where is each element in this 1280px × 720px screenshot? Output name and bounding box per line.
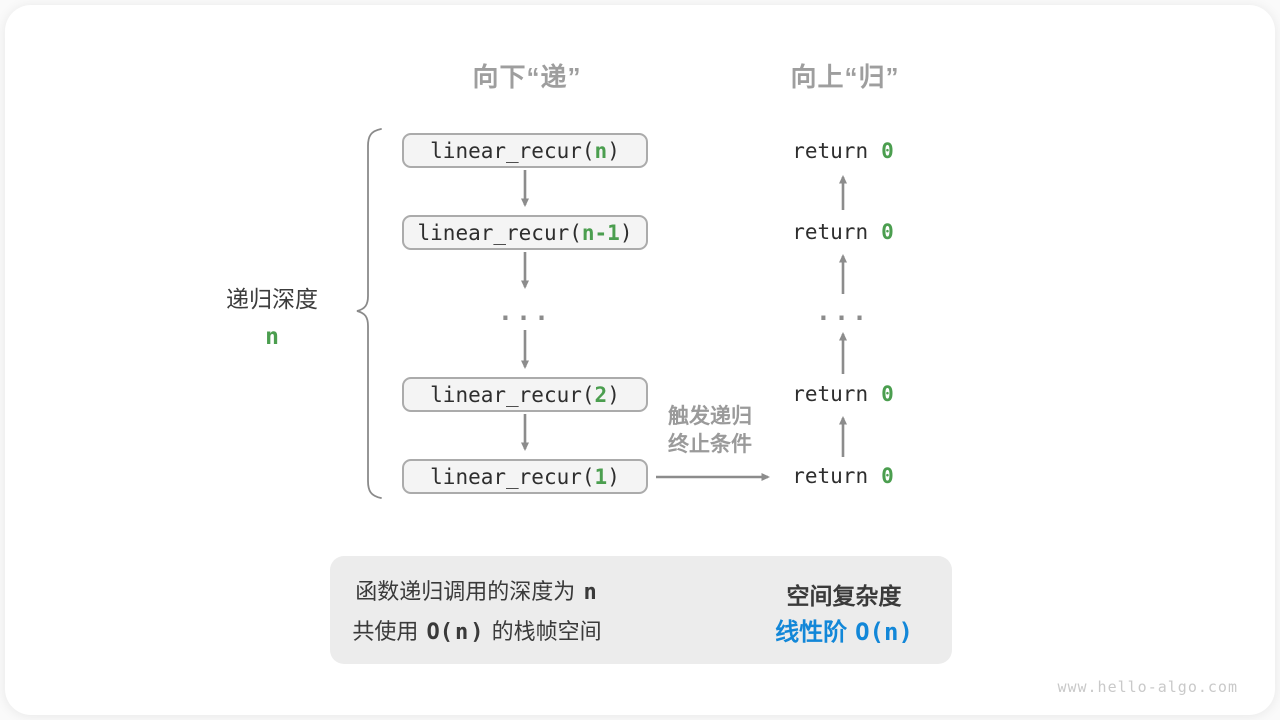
- trigger-line1: 触发递归: [668, 405, 752, 428]
- trigger-note: 触发递归 终止条件: [648, 403, 772, 459]
- call-text: ): [619, 220, 633, 245]
- return-value: 0: [881, 139, 894, 163]
- call-box-1: linear_recur(1): [402, 459, 648, 494]
- return-label-2: return 0: [763, 218, 923, 246]
- call-text: ): [607, 464, 620, 489]
- call-box-n: linear_recur(n): [402, 133, 648, 168]
- summary-result-label: 线性阶: [775, 619, 848, 646]
- summary-line2-arg: n: [455, 620, 469, 645]
- call-text: linear_recur(: [430, 464, 595, 489]
- return-text: return: [792, 464, 869, 488]
- summary-result-code: O(n): [855, 618, 913, 646]
- call-text: ): [607, 138, 620, 163]
- return-value: 0: [881, 464, 894, 488]
- depth-title: 递归深度: [226, 286, 318, 312]
- call-box-n-1: linear_recur(n-1): [402, 215, 648, 250]
- summary-result-value: 线性阶 O(n): [739, 612, 949, 647]
- call-box-2: linear_recur(2): [402, 377, 648, 412]
- summary-line1-arg: n: [583, 580, 597, 605]
- call-text: ): [607, 382, 620, 407]
- summary-line2: 共使用 O(n) 的栈帧空间: [332, 612, 622, 652]
- trigger-line2: 终止条件: [668, 433, 752, 456]
- summary-line1-text: 函数递归调用的深度为: [355, 579, 576, 604]
- return-label-3: return 0: [763, 380, 923, 408]
- summary-result-title: 空间复杂度: [786, 583, 902, 609]
- return-value: 0: [881, 382, 894, 406]
- return-text: return: [792, 382, 869, 406]
- summary-line1: 函数递归调用的深度为 n: [332, 572, 622, 612]
- summary-explanation: 函数递归调用的深度为 n 共使用 O(n) 的栈帧空间: [332, 572, 622, 652]
- call-text: linear_recur(: [417, 220, 582, 245]
- call-text: linear_recur(: [430, 138, 595, 163]
- depth-label: 递归深度 n: [192, 280, 352, 350]
- return-text: return: [792, 139, 869, 163]
- summary-panel: [330, 556, 952, 664]
- return-value: 0: [881, 220, 894, 244]
- call-arg: n-1: [581, 220, 620, 245]
- return-label-1: return 0: [763, 137, 923, 165]
- call-text: linear_recur(: [430, 382, 595, 407]
- summary-line2-code: ): [470, 620, 484, 645]
- summary-line2-suf: 的栈帧空间: [491, 619, 602, 644]
- depth-value: n: [265, 324, 279, 350]
- call-ellipsis: ...: [497, 297, 553, 326]
- return-text: return: [792, 220, 869, 244]
- call-arg: 2: [594, 382, 608, 407]
- summary-line2-pre: 共使用: [352, 619, 419, 644]
- header-recurse-down: 向下“递”: [472, 62, 582, 92]
- call-arg: 1: [594, 464, 608, 489]
- return-label-4: return 0: [763, 462, 923, 490]
- summary-line2-code: O(: [426, 620, 454, 645]
- call-arg: n: [594, 138, 608, 163]
- return-ellipsis: ...: [815, 297, 871, 326]
- watermark: www.hello-algo.com: [1057, 678, 1238, 696]
- header-return-up: 向上“归”: [790, 62, 900, 92]
